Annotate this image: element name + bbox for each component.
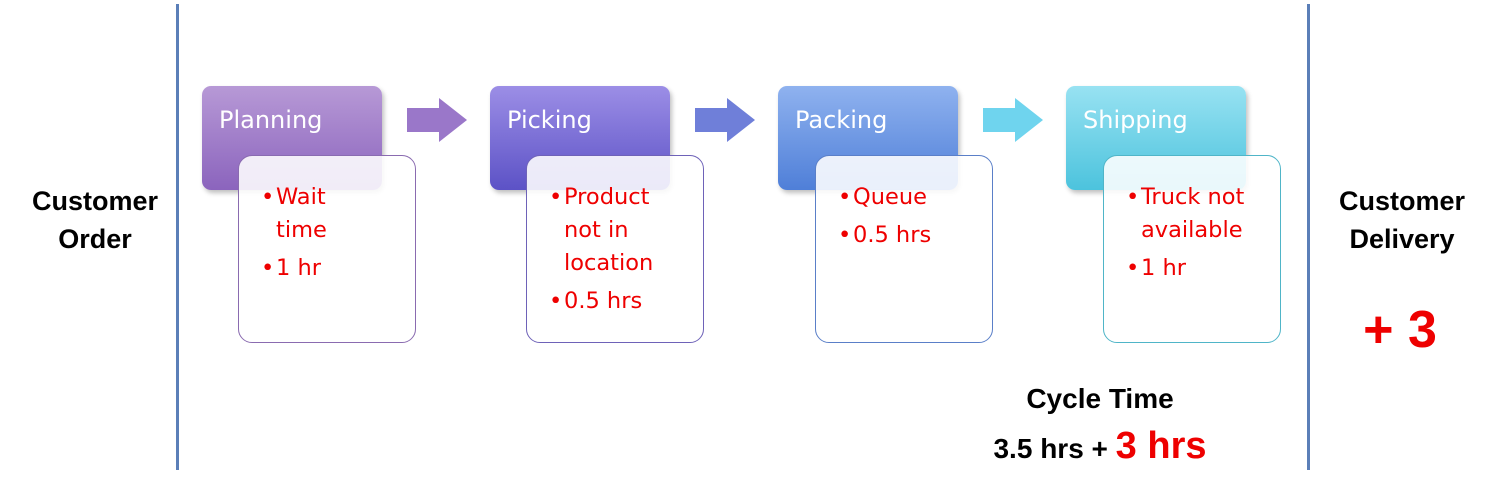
bullet-list: Queue 0.5 hrs <box>838 181 986 252</box>
detail-box-planning: Wait time 1 hr <box>238 155 416 343</box>
arrow-shape <box>407 98 467 142</box>
bullet-item: 0.5 hrs <box>549 285 697 318</box>
detail-box-packing: Queue 0.5 hrs <box>815 155 993 343</box>
arrow-right-icon <box>695 98 755 142</box>
delivery-delta: + 3 <box>1363 301 1437 359</box>
bullet-list: Truck not available 1 hr <box>1126 181 1274 285</box>
stage-title: Planning <box>219 106 323 134</box>
bullet-list: Wait time 1 hr <box>261 181 409 285</box>
bullet-item: 1 hr <box>1126 252 1274 285</box>
detail-box-picking: Product not in location 0.5 hrs <box>526 155 704 343</box>
bullet-item: Product not in location <box>549 181 679 280</box>
stage-title: Picking <box>507 106 592 134</box>
right-divider <box>1307 4 1310 470</box>
bullet-item: 1 hr <box>261 252 409 285</box>
stage-title: Shipping <box>1083 106 1188 134</box>
bullet-item: Queue <box>838 181 986 214</box>
customer-delivery-label: Customer Delivery <box>1338 186 1466 254</box>
arrow-right-icon <box>407 98 467 142</box>
bullet-list: Product not in location 0.5 hrs <box>549 181 697 318</box>
left-divider <box>176 4 179 470</box>
bullet-item: Truck not available <box>1126 181 1259 247</box>
stage-title: Packing <box>795 106 888 134</box>
cycle-time-title: Cycle Time <box>1026 383 1174 414</box>
bullet-item: Wait time <box>261 181 348 247</box>
cycle-time-value: 3.5 hrs + 3 hrs <box>960 425 1240 468</box>
cycle-time-base: 3.5 hrs + <box>993 433 1108 464</box>
stage-packing: Packing <box>778 86 958 190</box>
cycle-time-extra: 3 hrs <box>1115 425 1207 467</box>
bullet-item: 0.5 hrs <box>838 219 986 252</box>
customer-order-label: Customer Order <box>31 186 159 254</box>
detail-box-shipping: Truck not available 1 hr <box>1103 155 1281 343</box>
arrow-shape <box>695 98 755 142</box>
arrow-right-icon <box>983 98 1043 142</box>
arrow-shape <box>983 98 1043 142</box>
